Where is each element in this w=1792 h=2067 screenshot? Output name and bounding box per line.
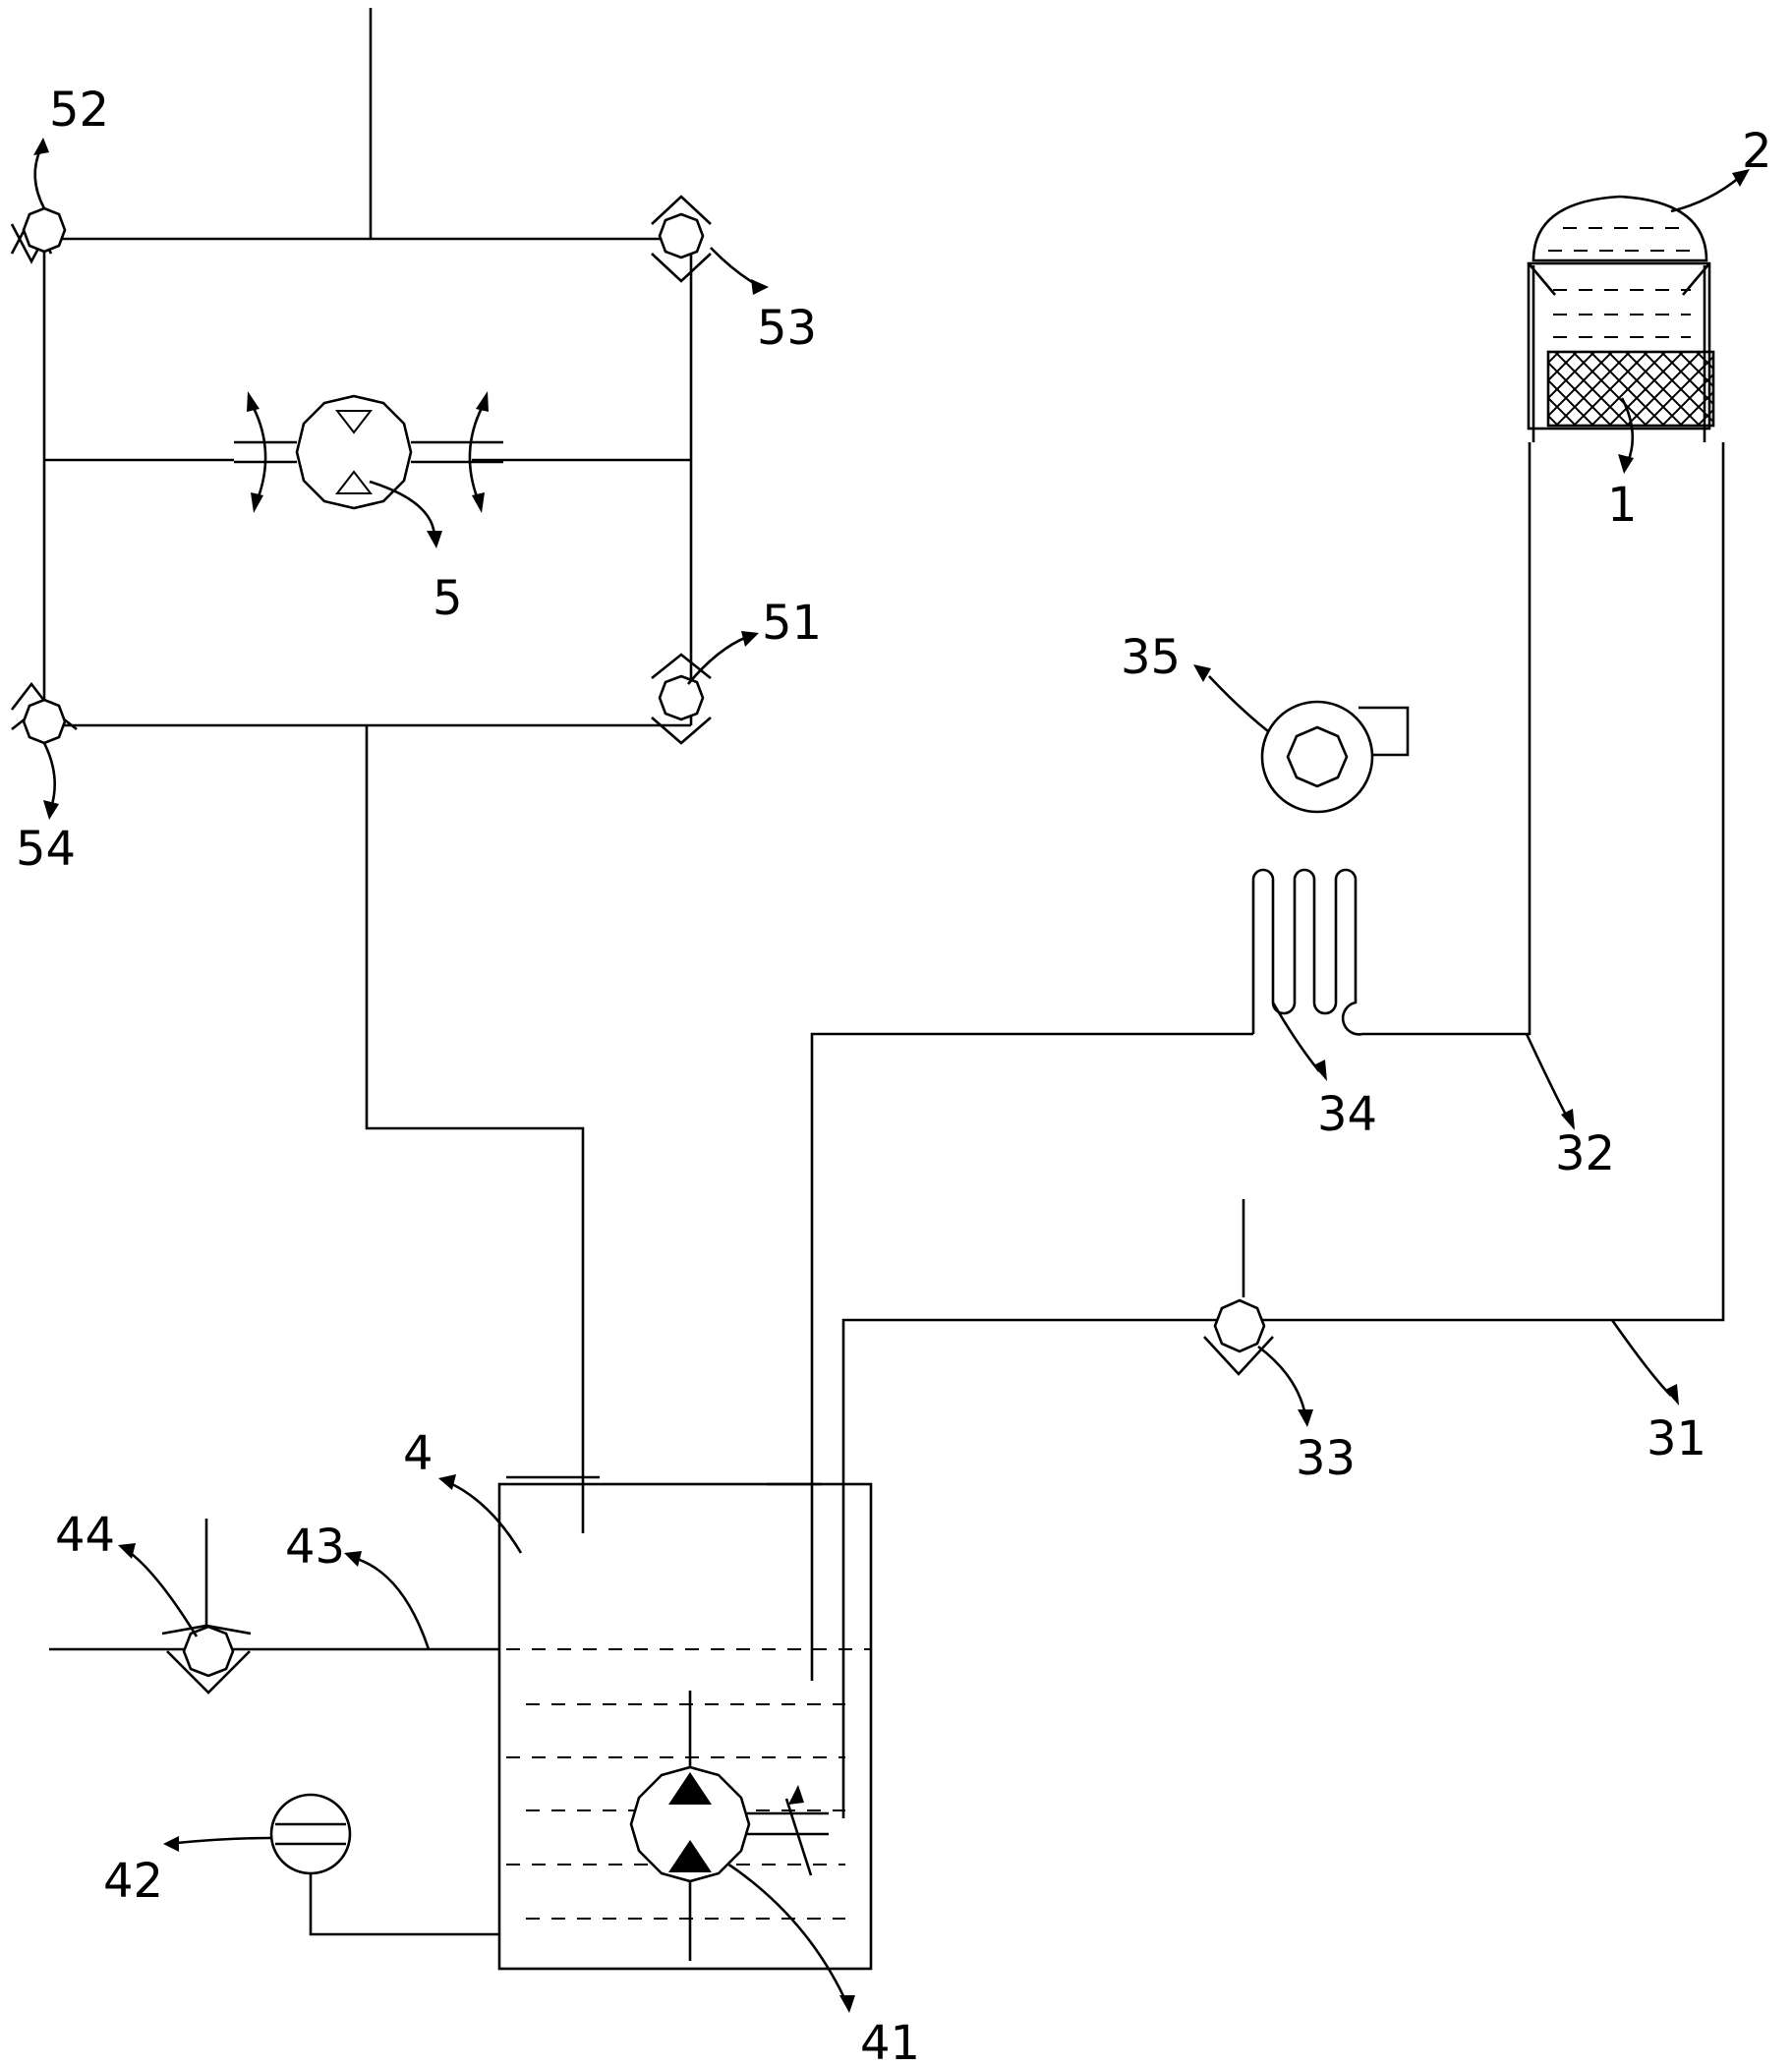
label-41: 41: [860, 2016, 920, 2067]
label-51: 51: [762, 596, 822, 651]
label-5: 5: [433, 571, 463, 626]
label-31: 31: [1647, 1411, 1706, 1466]
valve-51: [651, 653, 712, 745]
label-43: 43: [285, 1520, 345, 1575]
filter-element-1: [1546, 350, 1715, 428]
label-42: 42: [103, 1854, 163, 1909]
label-54: 54: [16, 822, 76, 877]
label-34: 34: [1317, 1087, 1377, 1142]
valve-53: [651, 195, 712, 283]
pipe-frame-to-tank: [365, 725, 585, 1533]
valve-52: [10, 206, 67, 264]
valve-44: [161, 1624, 252, 1694]
pump-41: [629, 1691, 829, 1961]
label-2: 2: [1742, 124, 1772, 179]
label-52: 52: [49, 83, 109, 138]
label-1: 1: [1607, 478, 1638, 533]
label-44: 44: [55, 1508, 115, 1563]
label-32: 32: [1555, 1126, 1615, 1181]
label-35: 35: [1121, 630, 1181, 685]
pipe-to-tank-left: [810, 1032, 1253, 1681]
inlet-line-43: [49, 1519, 499, 1651]
label-4: 4: [403, 1426, 434, 1481]
callout-labels: 52 53 5 51 54 2 1 35 34 32 33 31 4 43 44…: [16, 83, 1772, 2067]
unit-5: [234, 391, 503, 513]
tank-4: [497, 1475, 873, 1971]
leader-lines: [33, 138, 1750, 2013]
label-33: 33: [1296, 1431, 1356, 1486]
pipe-32: [1362, 442, 1532, 1036]
label-53: 53: [757, 301, 817, 356]
fan-35: [1260, 700, 1410, 814]
coil-34: [1251, 868, 1363, 1036]
valve-33: [1203, 1199, 1274, 1376]
gauge-42: [269, 1793, 499, 1936]
pipe-31: [841, 442, 1725, 1818]
upper-frame: [42, 8, 693, 727]
